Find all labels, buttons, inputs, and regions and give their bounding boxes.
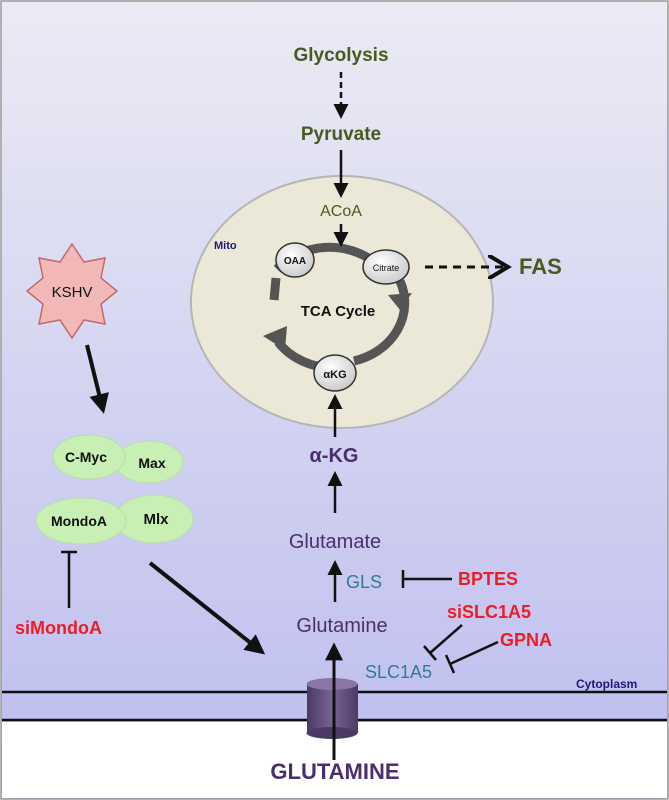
glutamine-extracellular-label: GLUTAMINE	[270, 759, 399, 784]
max-label: Max	[138, 455, 165, 471]
mondoa-label: MondoA	[51, 513, 107, 529]
cmyc-node: C-Myc	[52, 434, 126, 480]
mlx-label: Mlx	[143, 511, 169, 528]
max-node: Max	[114, 440, 184, 484]
akg-inner-node: αKG	[313, 354, 357, 392]
akg-label: α-KG	[310, 445, 359, 467]
glutamate-label: Glutamate	[289, 531, 381, 553]
akg-inner-label: αKG	[323, 369, 346, 381]
mondoa-node: MondoA	[35, 497, 127, 545]
oaa-label: OAA	[284, 256, 306, 267]
gpna-label: GPNA	[500, 630, 552, 650]
bptes-label: BPTES	[458, 569, 518, 589]
citrate-label: Citrate	[373, 263, 400, 273]
simondoa-label: siMondoA	[15, 618, 102, 638]
citrate-node: Citrate	[362, 249, 410, 285]
gpna-inhibition-bar	[444, 640, 499, 674]
bptes-inhibition-bar	[401, 570, 452, 588]
simondoa-inhibition-bar	[61, 550, 77, 608]
complex-to-transport-arrow	[148, 561, 266, 655]
slc1a5-label: SLC1A5	[365, 662, 432, 682]
kshv-node: KSHV	[25, 242, 119, 340]
tca-cycle-label: TCA Cycle	[301, 303, 375, 320]
glycolysis-label: Glycolysis	[293, 45, 388, 66]
kshv-to-myc-arrow	[85, 344, 109, 414]
mlx-node: Mlx	[114, 494, 194, 544]
sislc1a5-label: siSLC1A5	[447, 602, 531, 622]
pyruvate-label: Pyruvate	[301, 124, 381, 145]
fas-label: FAS	[519, 254, 562, 279]
glutamine-label: Glutamine	[296, 615, 387, 637]
oaa-node: OAA	[275, 242, 315, 278]
sislc1a5-inhibition-bar	[423, 624, 463, 661]
slc1a5-transporter	[306, 678, 358, 739]
gls-label: GLS	[346, 572, 382, 592]
mito-label: Mito	[214, 240, 237, 252]
cytoplasm-label: Cytoplasm	[576, 677, 637, 691]
acoa-label: ACoA	[320, 203, 362, 220]
kshv-label: KSHV	[52, 284, 93, 301]
cmyc-label: C-Myc	[65, 449, 107, 465]
